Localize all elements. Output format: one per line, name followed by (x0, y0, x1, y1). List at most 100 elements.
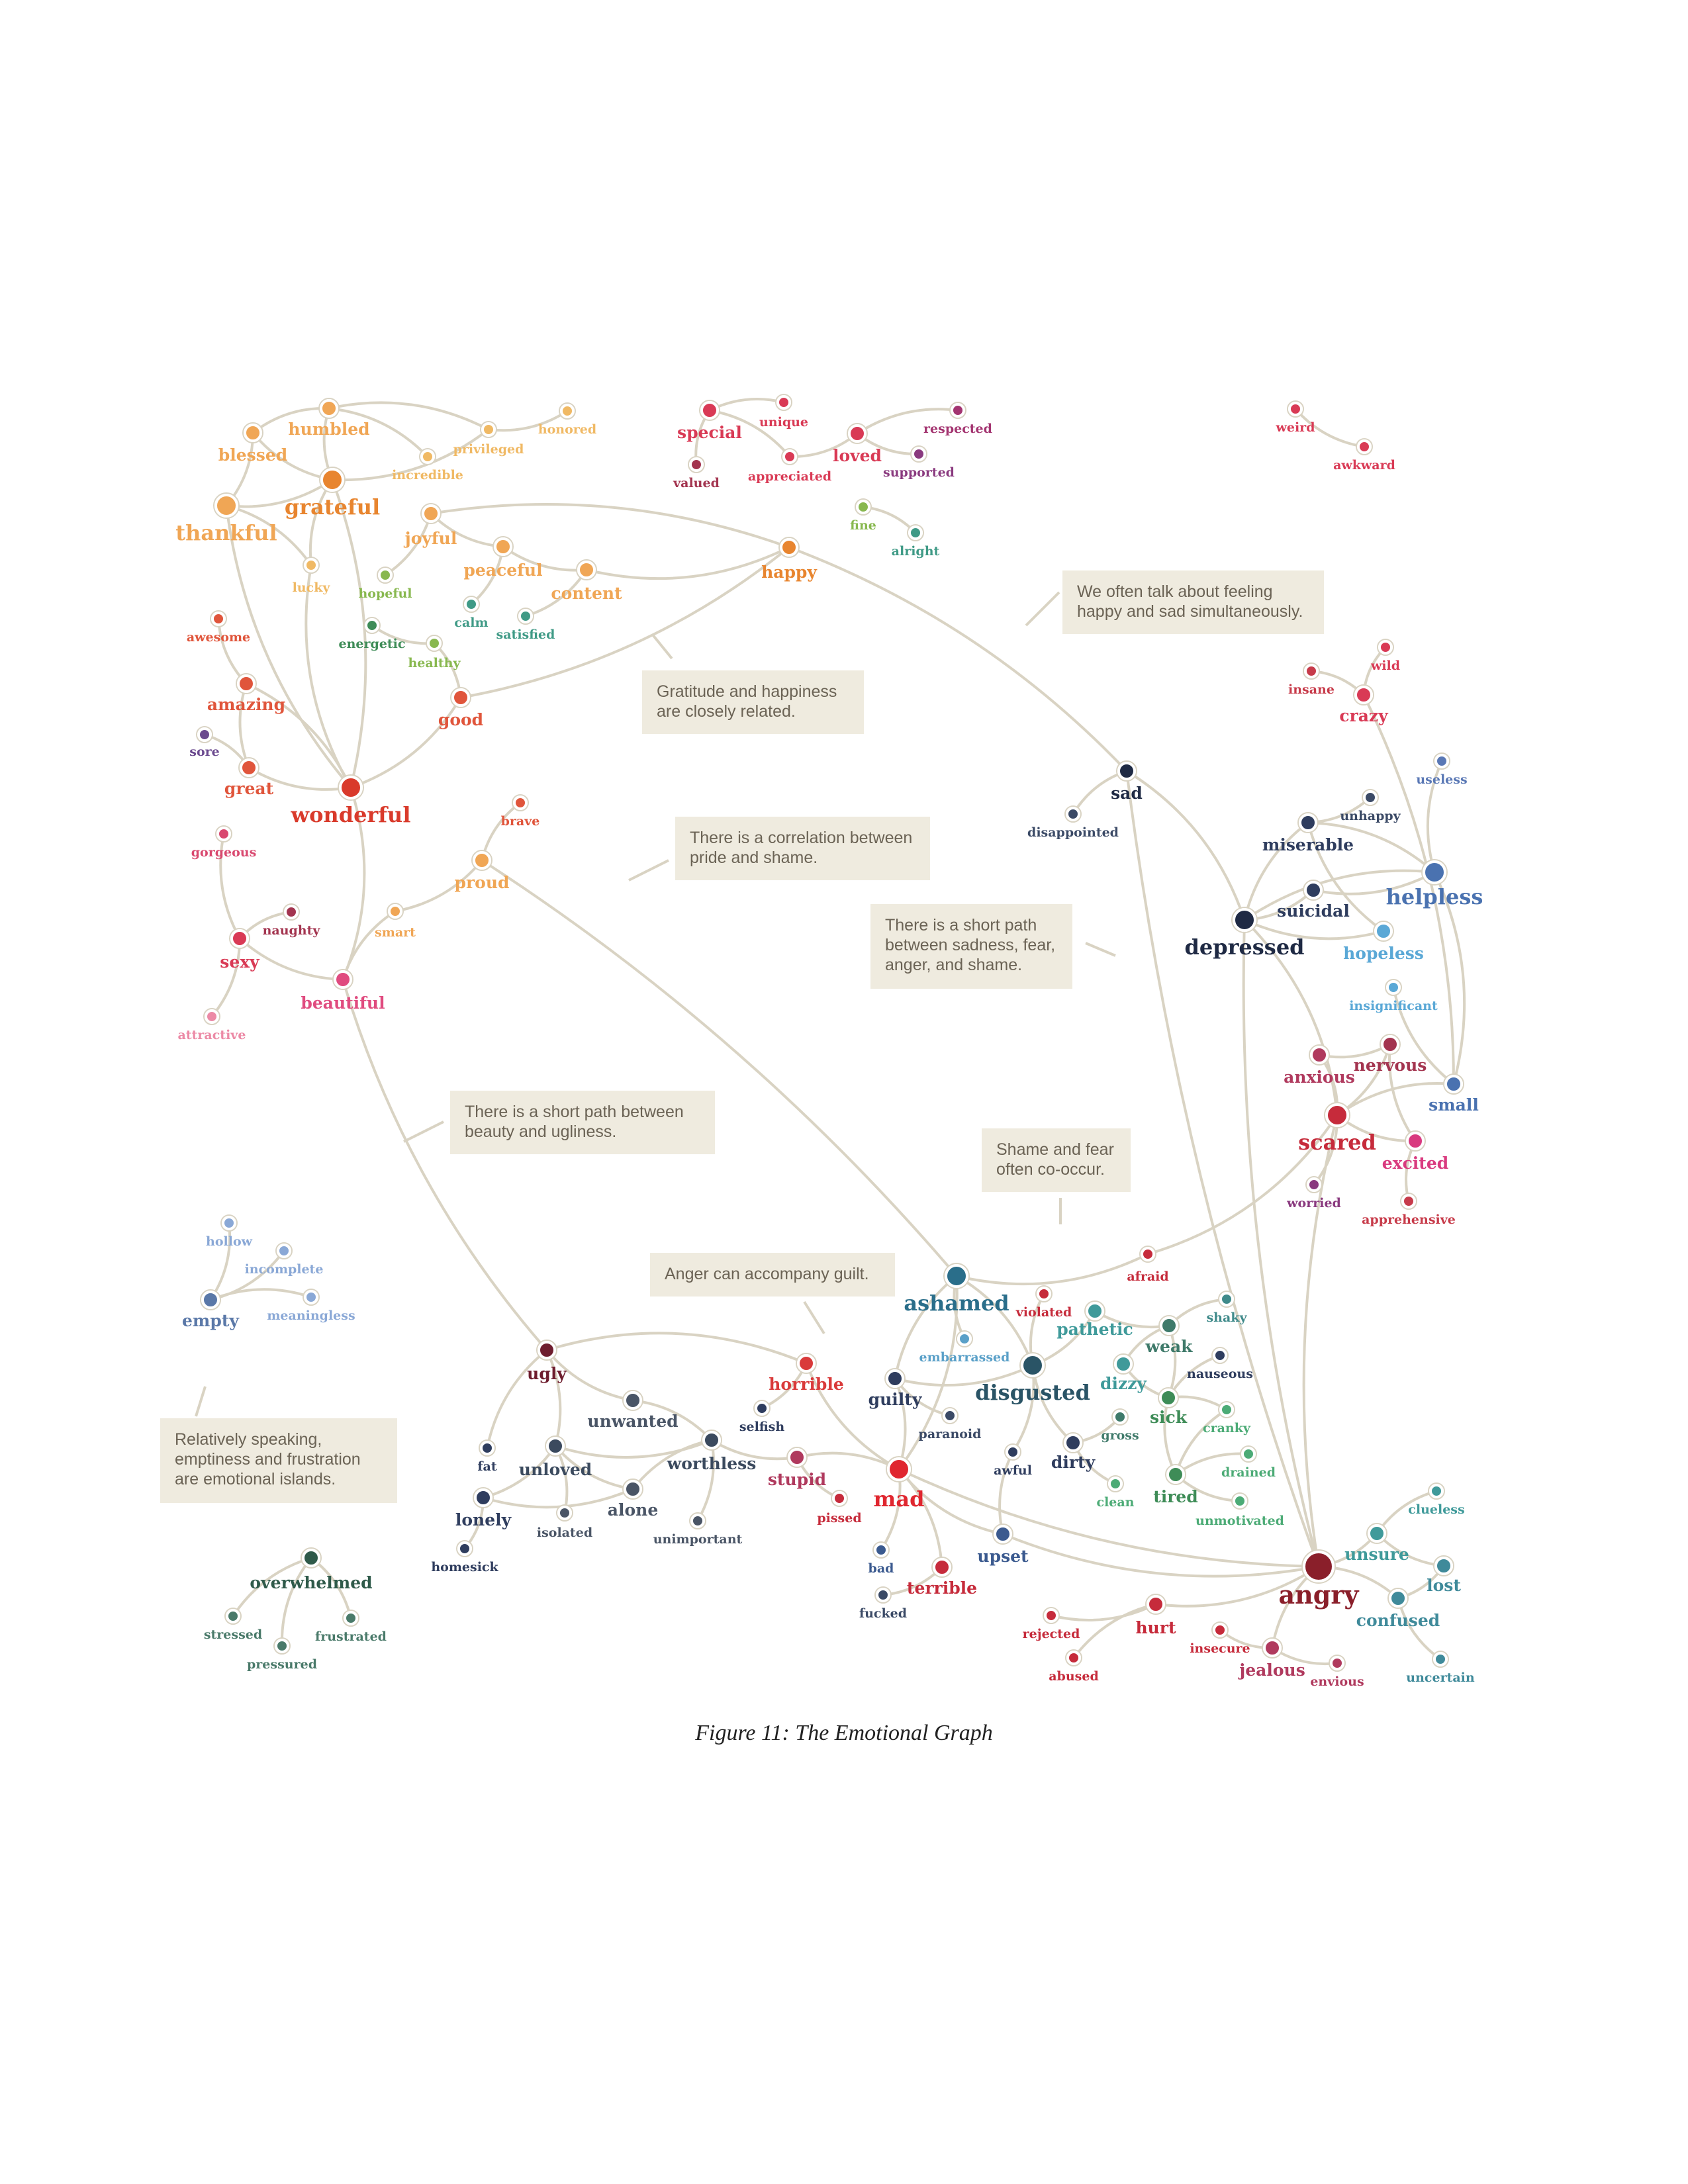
node-dot-worried (1307, 1177, 1321, 1192)
node-weird: weird (1276, 400, 1315, 435)
node-dot-great (240, 758, 258, 777)
node-ring-hurt (1145, 1594, 1166, 1615)
node-ring-clueless (1428, 1482, 1445, 1500)
node-label-wonderful: wonderful (291, 802, 411, 827)
node-ring-unmotivated (1231, 1492, 1248, 1510)
node-ring-useless (1433, 752, 1450, 770)
node-dot-dirty (1064, 1433, 1082, 1452)
node-dot-thankful (214, 494, 238, 518)
node-ring-good (450, 687, 471, 708)
node-label-insecure: insecure (1190, 1641, 1250, 1656)
node-disappointed: disappointed (1027, 805, 1119, 840)
node-label-appreciated: appreciated (748, 469, 831, 484)
node-label-afraid: afraid (1127, 1269, 1168, 1284)
annotation-box-pride (675, 817, 930, 880)
node-label-fat: fat (477, 1459, 496, 1474)
node-dot-disgusted (1021, 1353, 1045, 1377)
node-label-clean: clean (1097, 1495, 1135, 1510)
node-dot-amazing (237, 674, 256, 693)
annotation-text-happy-sad: We often talk about feeling (1077, 582, 1273, 601)
node-label-fucked: fucked (859, 1606, 907, 1621)
node-ring-meaningless (303, 1289, 320, 1306)
node-ring-pissed (831, 1490, 848, 1507)
annotation-box-beauty (450, 1091, 715, 1154)
node-sad: sad (1111, 760, 1143, 803)
node-dot-paranoid (943, 1408, 957, 1423)
annotation-text-islands: are emotional islands. (175, 1470, 336, 1488)
node-uncertain: uncertain (1406, 1651, 1475, 1685)
annotation-text-shame-fear: often co-occur. (996, 1160, 1105, 1179)
node-ring-amazing (236, 673, 257, 694)
node-ring-unhappy (1362, 789, 1379, 806)
node-proud: proud (455, 850, 509, 892)
node-ring-miserable (1297, 812, 1319, 833)
node-lost: lost (1427, 1555, 1461, 1595)
node-dot-unhappy (1363, 790, 1378, 805)
node-cranky: cranky (1203, 1401, 1251, 1435)
node-ring-wonderful (338, 774, 364, 801)
node-ring-embarrassed (956, 1330, 973, 1347)
node-label-depressed: depressed (1184, 934, 1304, 960)
node-dizzy: dizzy (1100, 1353, 1147, 1393)
node-happy: happy (761, 537, 818, 582)
node-dot-sexy (230, 929, 249, 948)
node-ring-awkward (1356, 438, 1373, 455)
annotation-pointer-pride (628, 859, 669, 882)
node-pissed: pissed (817, 1490, 862, 1525)
annotation-text-beauty: beauty and ugliness. (465, 1122, 616, 1141)
node-label-peaceful: peaceful (463, 561, 542, 580)
node-dot-empty (201, 1291, 220, 1309)
node-beautiful: beautiful (301, 969, 385, 1013)
node-ring-honored (559, 402, 576, 420)
node-ring-sore (196, 726, 213, 743)
node-ring-calm (463, 596, 480, 613)
annotation-text-islands: Relatively speaking, (175, 1430, 322, 1449)
node-ring-valued (688, 456, 705, 473)
node-label-anxious: anxious (1284, 1068, 1355, 1087)
node-ring-hollow (220, 1214, 238, 1232)
node-label-lucky: lucky (293, 580, 331, 595)
node-ring-lucky (303, 557, 320, 574)
node-loved: loved (833, 423, 882, 465)
node-dot-disappointed (1066, 807, 1080, 821)
node-dot-pathetic (1086, 1302, 1104, 1320)
node-ring-overwhelmed (301, 1547, 322, 1569)
node-upset: upset (977, 1524, 1029, 1566)
node-dot-wild (1378, 640, 1393, 655)
node-dot-gorgeous (216, 827, 231, 841)
node-ring-clean (1107, 1475, 1124, 1492)
node-dot-uncertain (1433, 1652, 1448, 1666)
node-dot-alone (624, 1480, 642, 1498)
node-ring-proud (471, 850, 492, 871)
node-dot-pressured (275, 1639, 289, 1653)
node-label-gross: gross (1101, 1428, 1139, 1443)
node-ring-drained (1240, 1445, 1257, 1463)
annotation-text-gratitude: are closely related. (657, 702, 796, 721)
node-insignificant: insignificant (1349, 979, 1438, 1013)
node-pressured: pressured (247, 1637, 317, 1672)
node-ring-horrible (796, 1353, 817, 1374)
node-label-amazing: amazing (207, 695, 285, 714)
node-afraid: afraid (1127, 1246, 1169, 1284)
node-dot-fat (480, 1441, 494, 1455)
node-guilty: guilty (868, 1368, 923, 1409)
node-dot-excited (1406, 1132, 1425, 1150)
edge-insignificant-small (1392, 987, 1455, 1085)
edge-smart-beautiful (342, 910, 397, 980)
node-label-confused: confused (1356, 1611, 1440, 1630)
node-dot-peaceful (494, 537, 512, 556)
node-label-fine: fine (850, 518, 876, 533)
node-label-upset: upset (977, 1547, 1029, 1566)
node-unsure: unsure (1344, 1523, 1409, 1564)
node-ring-nauseous (1211, 1347, 1229, 1364)
node-label-worried: worried (1286, 1196, 1341, 1210)
node-label-suicidal: suicidal (1277, 901, 1350, 921)
node-dot-guilty (886, 1369, 904, 1388)
node-dot-stressed (226, 1609, 240, 1623)
node-label-meaningless: meaningless (267, 1308, 355, 1323)
node-humbled: humbled (288, 398, 370, 439)
node-dot-violated (1037, 1287, 1051, 1301)
